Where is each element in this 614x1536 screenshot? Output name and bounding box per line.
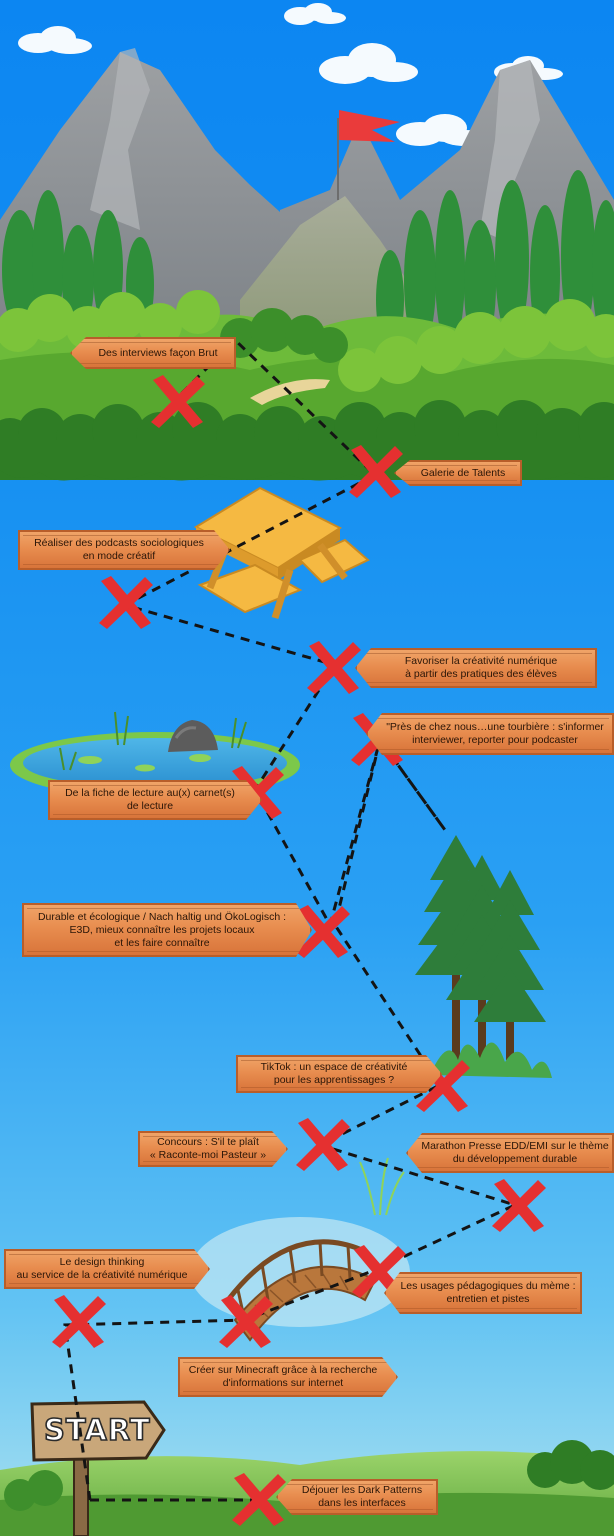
sign-darkpatterns-line-2: dans les interfaces [318, 1497, 406, 1509]
sign-podcasts-line-1: Réaliser des podcasts sociologiques [34, 537, 204, 549]
sign-galerie[interactable]: Galerie de Talents [394, 460, 522, 486]
sign-tiktok[interactable]: TikTok : un espace de créativité pour le… [236, 1055, 442, 1093]
pine-trees-illustration [415, 835, 552, 1078]
x-mark [492, 1179, 546, 1232]
x-marks [52, 375, 546, 1526]
sign-durable[interactable]: Durable et écologique / Nach haltig und … [22, 903, 312, 957]
sign-minecraft-line-2: d'informations sur internet [222, 1377, 344, 1389]
sign-creativite[interactable]: Favoriser la créativité numérique à part… [355, 648, 597, 688]
bridge-illustration [190, 1157, 410, 1342]
start-label[interactable]: START [43, 1412, 151, 1448]
sign-darkpatterns-line-1: Déjouer les Dark Patterns [301, 1484, 423, 1496]
summit-flag [339, 110, 400, 142]
sign-minecraft[interactable]: Créer sur Minecraft grâce à la recherche… [178, 1357, 398, 1397]
x-mark [52, 1295, 106, 1348]
sign-creativite-line-2: à partir des pratiques des élèves [405, 668, 557, 680]
x-mark [296, 905, 350, 958]
sign-concours[interactable]: Concours : S'il te plaît « Raconte-moi P… [138, 1131, 288, 1167]
sign-marathon[interactable]: Marathon Presse EDD/EMI sur le thème du … [406, 1133, 614, 1173]
x-mark [99, 576, 153, 629]
x-mark [151, 375, 205, 428]
x-mark [219, 1295, 273, 1348]
sign-concours-line-2: « Raconte-moi Pasteur » [149, 1149, 267, 1161]
picnic-table-illustration [193, 486, 370, 620]
dashed-trail [63, 337, 520, 1501]
sign-brut-line-1: Des interviews façon Brut [98, 346, 218, 359]
sign-darkpatterns[interactable]: Déjouer les Dark Patterns dans les inter… [276, 1479, 438, 1515]
sign-galerie-line-1: Galerie de Talents [420, 466, 506, 479]
sign-concours-line-1: Concours : S'il te plaît [157, 1136, 259, 1148]
sign-tourbiere-line-2: interviewer, reporter pour podcaster [412, 734, 578, 746]
sign-design[interactable]: Le design thinking au service de la créa… [4, 1249, 210, 1289]
tree-clumps [0, 290, 614, 481]
sign-lecture-line-1: De la fiche de lecture au(x) carnet(s) [65, 787, 235, 799]
sign-podcasts[interactable]: Réaliser des podcasts sociologiques en m… [18, 530, 230, 570]
start-signpost [30, 1400, 166, 1536]
sign-design-line-2: au service de la créativité numérique [16, 1269, 188, 1281]
sign-durable-line-2: E3D, mieux connaître les projets locaux [69, 923, 255, 936]
sign-marathon-line-1: Marathon Presse EDD/EMI sur le thème [421, 1140, 609, 1152]
sign-tourbiere[interactable]: "Près de chez nous…une tourbière : s'inf… [366, 713, 614, 755]
sign-durable-line-1: Durable et écologique / Nach haltig und … [37, 910, 287, 923]
sign-tiktok-line-2: pour les apprentissages ? [273, 1074, 395, 1086]
sign-lecture-line-2: de lecture [126, 800, 174, 812]
sign-marathon-line-2: du développement durable [452, 1153, 578, 1165]
x-mark [307, 641, 361, 694]
x-mark [232, 1473, 286, 1526]
sign-meme-line-2: entretien et pistes [446, 1293, 530, 1305]
x-mark [349, 445, 403, 498]
sign-creativite-line-1: Favoriser la créativité numérique [404, 655, 558, 667]
sign-podcasts-line-2: en mode créatif [82, 550, 156, 562]
sign-durable-line-3: et les faire connaître [114, 936, 210, 949]
sign-meme-line-1: Les usages pédagogiques du mème : [400, 1280, 576, 1292]
sign-minecraft-line-1: Créer sur Minecraft grâce à la recherche [188, 1364, 378, 1376]
sign-design-line-1: Le design thinking [59, 1256, 145, 1268]
sign-meme[interactable]: Les usages pédagogiques du mème : entret… [384, 1272, 582, 1314]
sign-tiktok-line-1: TikTok : un espace de créativité [260, 1061, 408, 1073]
sign-tourbiere-line-1: "Près de chez nous…une tourbière : s'inf… [386, 721, 604, 733]
sign-lecture[interactable]: De la fiche de lecture au(x) carnet(s) d… [48, 780, 262, 820]
sign-brut[interactable]: Des interviews façon Brut [70, 337, 236, 369]
x-mark [296, 1118, 350, 1171]
